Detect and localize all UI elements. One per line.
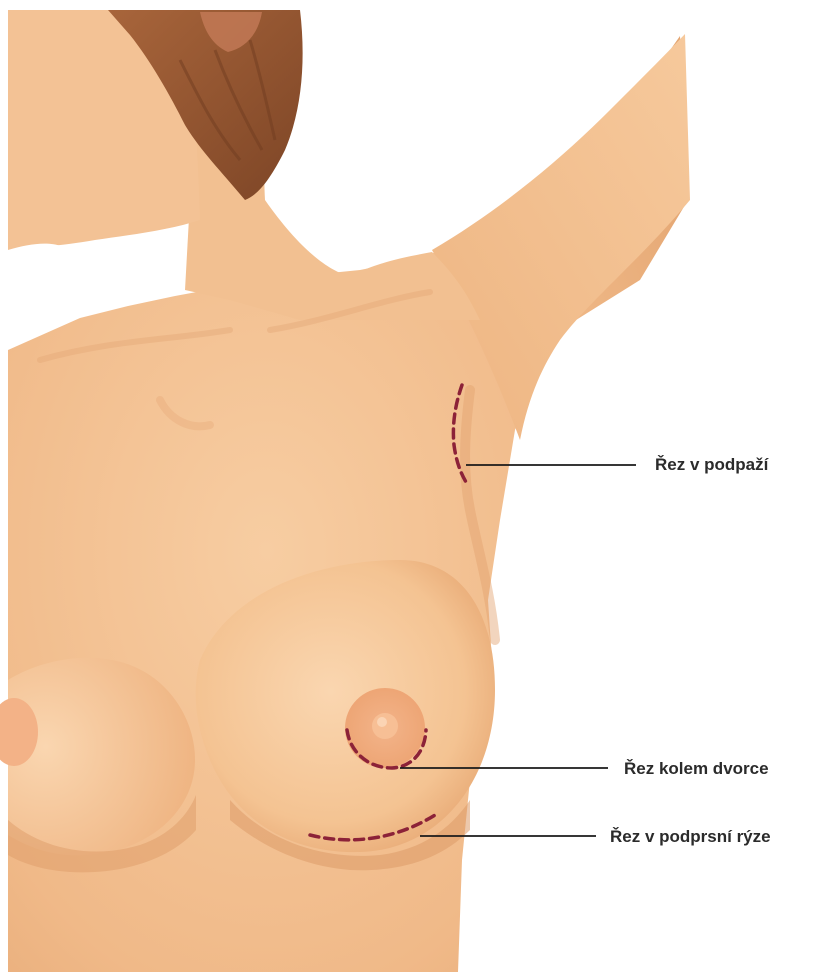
right-nipple-highlight bbox=[377, 717, 387, 727]
axilla-incision-label: Řez v podpaží bbox=[655, 455, 768, 475]
inframammary-incision-label: Řez v podprsní rýze bbox=[610, 827, 771, 847]
periareolar-incision-label: Řez kolem dvorce bbox=[624, 759, 769, 779]
